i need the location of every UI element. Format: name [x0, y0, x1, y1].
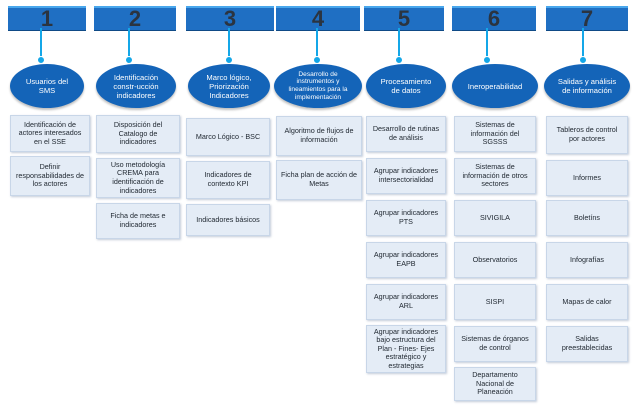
step-1-item: Definir responsabilidades de los actores [10, 156, 90, 196]
step-6-item: Sistemas de órganos de control [454, 326, 536, 362]
step-1-item: Identificación de actores interesados en… [10, 115, 90, 152]
connector-dot-2 [125, 56, 133, 64]
connector-line-5 [398, 28, 400, 60]
step-header-2: 2 [94, 6, 176, 30]
step-4-item: Algoritmo de flujos de información [276, 116, 362, 156]
connector-dot-6 [483, 56, 491, 64]
step-6-item: Sistemas de información de otros sectore… [454, 158, 536, 194]
step-title-3: Marco lógico, Priorización Indicadores [188, 64, 270, 108]
step-7-item: Infografías [546, 242, 628, 278]
step-6-item: SISPI [454, 284, 536, 320]
step-7-item: Tableros de control por actores [546, 116, 628, 154]
step-title-7: Salidas y análisis de información [544, 64, 630, 108]
step-title-2: Identificación constr-ucción indicadores [96, 64, 176, 108]
step-6-item: Departamento Nacional de Planeación [454, 367, 536, 401]
step-5-item: Agrupar indicadores PTS [366, 200, 446, 236]
step-header-6: 6 [452, 6, 536, 30]
step-7-item: Mapas de calor [546, 284, 628, 320]
step-6-item: Sistemas de información del SGSSS [454, 116, 536, 152]
step-title-5: Procesamiento de datos [366, 64, 446, 108]
step-2-item: Uso metodología CREMA para identificació… [96, 158, 180, 198]
step-title-1: Usuarios del SMS [10, 64, 84, 108]
step-3-item: Indicadores de contexto KPI [186, 161, 270, 199]
connector-dot-5 [395, 56, 403, 64]
step-6-item: SIVIGILA [454, 200, 536, 236]
step-5-item: Desarrollo de rutinas de análisis [366, 116, 446, 152]
step-title-4: Desarrollo de instrumentos y lineamiento… [274, 64, 362, 108]
connector-line-3 [228, 28, 230, 60]
step-6-item: Observatorios [454, 242, 536, 278]
step-5-item: Agrupar indicadores EAPB [366, 242, 446, 278]
step-title-6: Ineroperabilidad [452, 64, 538, 108]
connector-line-7 [582, 28, 584, 60]
step-header-5: 5 [364, 6, 444, 30]
connector-line-2 [128, 28, 130, 60]
step-5-item: Agrupar indicadores ARL [366, 284, 446, 320]
step-7-item: Informes [546, 160, 628, 196]
step-3-item: Marco Lógico - BSC [186, 118, 270, 156]
step-header-4: 4 [276, 6, 360, 30]
step-header-1: 1 [8, 6, 86, 30]
step-4-item: Ficha plan de acción de Metas [276, 160, 362, 200]
connector-dot-7 [579, 56, 587, 64]
step-header-3: 3 [186, 6, 274, 30]
step-3-item: Indicadores básicos [186, 204, 270, 236]
step-2-item: Disposición del Catalogo de indicadores [96, 115, 180, 153]
step-7-item: Salidas preestablecidas [546, 326, 628, 362]
connector-dot-3 [225, 56, 233, 64]
step-header-7: 7 [546, 6, 628, 30]
step-5-item: Agrupar indicadores bajo estructura del … [366, 325, 446, 373]
step-2-item: Ficha de metas e indicadores [96, 203, 180, 239]
connector-dot-1 [37, 56, 45, 64]
connector-line-4 [316, 28, 318, 60]
step-7-item: Boletíns [546, 200, 628, 236]
connector-line-1 [40, 28, 42, 60]
step-5-item: Agrupar indicadores intersectorialidad [366, 158, 446, 194]
connector-dot-4 [313, 56, 321, 64]
connector-line-6 [486, 28, 488, 60]
